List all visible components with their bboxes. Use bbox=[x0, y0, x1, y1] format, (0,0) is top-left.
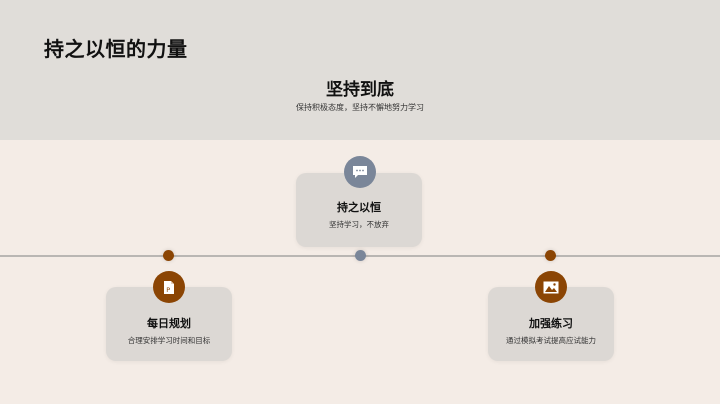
milestone-subtitle: 坚持学习，不放弃 bbox=[329, 220, 389, 229]
milestone-subtitle: 通过模拟考试提高应试能力 bbox=[506, 336, 596, 345]
timeline-dot-practice bbox=[545, 250, 556, 261]
milestone-icon-circle bbox=[535, 271, 567, 303]
hero-subtitle: 保持积极态度，坚持不懈地努力学习 bbox=[296, 103, 424, 112]
page-title: 持之以恒的力量 bbox=[44, 37, 188, 61]
milestone-icon-circle: P bbox=[153, 271, 185, 303]
timeline-dot-persist bbox=[355, 250, 366, 261]
milestone-subtitle: 合理安排学习时间和目标 bbox=[127, 336, 211, 345]
milestone-title: 持之以恒 bbox=[337, 201, 381, 214]
milestone-card-persist: 持之以恒 坚持学习，不放弃 bbox=[296, 173, 422, 247]
image-icon bbox=[543, 281, 559, 293]
svg-text:P: P bbox=[166, 286, 170, 294]
hero-title: 坚持到底 bbox=[326, 80, 394, 100]
milestone-title: 加强练习 bbox=[529, 317, 573, 330]
chat-bubble-icon bbox=[353, 166, 367, 178]
header-band: 持之以恒的力量 坚持到底 保持积极态度，坚持不懈地努力学习 bbox=[0, 0, 720, 140]
document-p-icon: P bbox=[164, 280, 174, 294]
milestone-title: 每日规划 bbox=[147, 317, 191, 330]
timeline-dot-daily-plan bbox=[163, 250, 174, 261]
milestone-icon-circle bbox=[344, 156, 376, 188]
